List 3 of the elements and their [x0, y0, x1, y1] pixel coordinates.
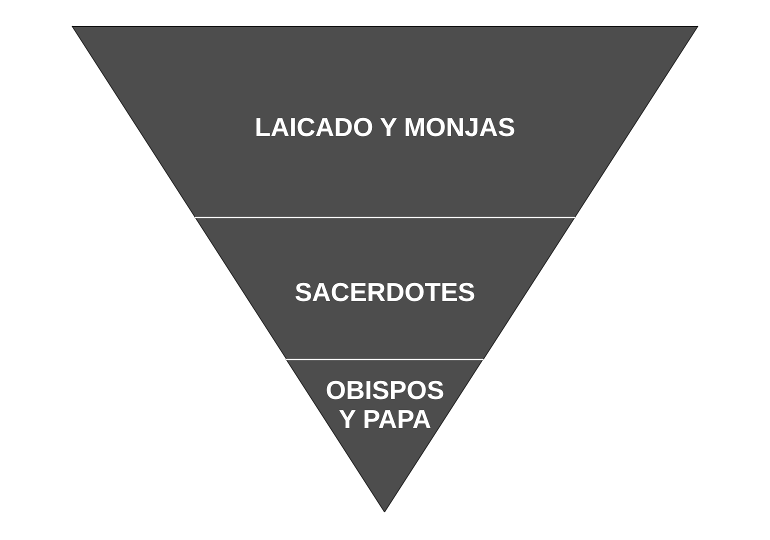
band-label: OBISPOS Y PAPA [324, 376, 446, 434]
band-label: LAICADO Y MONJAS [254, 112, 516, 142]
band-label: SACERDOTES [294, 278, 476, 306]
